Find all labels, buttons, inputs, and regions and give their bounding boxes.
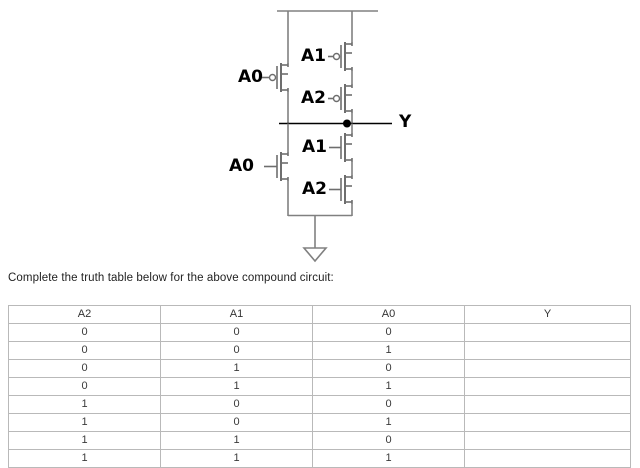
cell-y-answer[interactable] — [464, 449, 631, 468]
column-header-y: Y — [464, 305, 631, 324]
cell-input-a0: 0 — [312, 359, 465, 378]
cell-input-a0: 1 — [312, 377, 465, 396]
cell-input-a1: 1 — [160, 359, 313, 378]
cell-input-a2: 0 — [8, 377, 161, 396]
cell-input-a2: 1 — [8, 395, 161, 414]
cell-input-a2: 0 — [8, 323, 161, 342]
cell-input-a0: 1 — [312, 449, 465, 468]
cell-input-a2: 1 — [8, 413, 161, 432]
cell-input-a2: 1 — [8, 431, 161, 450]
pmos-transistor-a2 — [328, 84, 353, 113]
cell-input-a2: 1 — [8, 449, 161, 468]
ground-symbol — [302, 247, 328, 263]
table-header-row: A2 A1 A0 Y — [8, 305, 631, 324]
cell-input-a1: 1 — [160, 449, 313, 468]
cell-y-answer[interactable] — [464, 377, 631, 396]
cell-y-answer[interactable] — [464, 395, 631, 414]
cell-input-a1: 1 — [160, 377, 313, 396]
nmos-transistor-a1 — [329, 133, 353, 162]
label-pmos-a0: A0 — [238, 67, 263, 87]
output-junction-dot — [343, 119, 351, 128]
circuit-schematic-svg — [262, 10, 392, 263]
output-node-wire — [279, 119, 392, 128]
cell-input-a1: 1 — [160, 431, 313, 450]
cell-input-a1: 0 — [160, 323, 313, 342]
nmos-transistor-a0 — [264, 152, 289, 181]
cell-input-a1: 0 — [160, 395, 313, 414]
label-nmos-a0: A0 — [229, 156, 254, 176]
instruction-text: Complete the truth table below for the a… — [8, 272, 334, 284]
label-output-y: Y — [399, 112, 412, 132]
cell-y-answer[interactable] — [464, 323, 631, 342]
cell-y-answer[interactable] — [464, 341, 631, 360]
label-nmos-a1: A1 — [302, 137, 327, 157]
cell-input-a2: 0 — [8, 341, 161, 360]
nmos-transistor-a2 — [329, 175, 353, 204]
column-header-a2: A2 — [8, 305, 161, 324]
column-header-a0: A0 — [312, 305, 465, 324]
pmos-transistor-a1 — [328, 42, 353, 71]
label-nmos-a2: A2 — [302, 179, 327, 199]
column-header-a1: A1 — [160, 305, 313, 324]
ground-rail — [288, 214, 352, 248]
cell-y-answer[interactable] — [464, 413, 631, 432]
cell-input-a0: 0 — [312, 323, 465, 342]
cell-input-a0: 1 — [312, 413, 465, 432]
cell-y-answer[interactable] — [464, 431, 631, 450]
pmos-transistor-a0 — [262, 63, 289, 92]
cell-input-a0: 1 — [312, 341, 465, 360]
cell-input-a1: 0 — [160, 341, 313, 360]
circuit-diagram: A0 A1 A2 A0 A1 A2 Y — [229, 10, 412, 263]
cell-input-a0: 0 — [312, 431, 465, 450]
cell-y-answer[interactable] — [464, 359, 631, 378]
cell-input-a0: 0 — [312, 395, 465, 414]
label-pmos-a2: A2 — [301, 88, 326, 108]
cell-input-a1: 0 — [160, 413, 313, 432]
cell-input-a2: 0 — [8, 359, 161, 378]
label-pmos-a1: A1 — [301, 46, 326, 66]
